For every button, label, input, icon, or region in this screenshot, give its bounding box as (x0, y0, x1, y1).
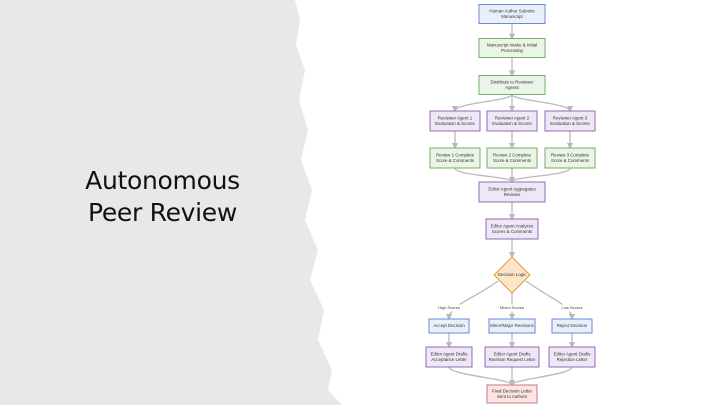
node-box (428, 318, 470, 334)
node-label: Review 3 Complete (551, 152, 590, 157)
edge-accept_letter-final (448, 366, 516, 387)
edge-label-text: Mixed Scores (500, 305, 524, 310)
edge-distribute-reviewer1 (451, 93, 513, 113)
node-label: Human Author Submits (489, 8, 535, 13)
node-box (544, 147, 596, 169)
node-label: Evaluation & Scores (550, 121, 590, 126)
node-box (478, 38, 546, 58)
node-label: Distribute to Reviewer (491, 79, 534, 84)
edge-label-low: Low Scores (559, 304, 585, 312)
node-box (425, 346, 473, 368)
node-label: Editor Agent Drafts (431, 351, 469, 356)
node-label: Agents (505, 85, 519, 90)
edge-label-mixed: Mixed Scores (497, 304, 527, 312)
node-box (486, 110, 538, 132)
title-line-1: Autonomous (85, 166, 240, 195)
node-label: Scores & Comments (492, 229, 533, 234)
node-label: Revision Request Letter (489, 357, 536, 362)
node-box (429, 110, 481, 132)
edge-reject_letter-final (508, 366, 573, 387)
node-box (486, 384, 538, 404)
edge-review3done-aggregate (508, 167, 571, 184)
node-minor: Minor/Major Revisions (488, 318, 536, 334)
node-box (484, 346, 540, 368)
node-label: Decision Logic (498, 272, 527, 277)
node-box (486, 147, 538, 169)
node-label: Manuscript (501, 14, 523, 19)
edge-decision-reject (525, 280, 576, 321)
edge-label-background (435, 304, 463, 312)
node-reject: Reject Decision (551, 318, 593, 334)
node-label: Reviews (504, 192, 521, 197)
node-label: Sent to Authors (497, 394, 528, 399)
node-label: Manuscript Intake & Initial (487, 42, 537, 47)
node-label: Editor Agent Aggregates (488, 186, 536, 191)
node-label: Editor Agent Drafts (554, 351, 592, 356)
edge-review1done-aggregate (454, 167, 516, 184)
node-label: Score & Comments (551, 158, 590, 163)
flowchart-edge-labels: High Scores Mixed Scores Low Scores (435, 304, 585, 312)
node-label: Reject Decision (557, 323, 588, 328)
node-label: Reviewer Agent 1 (438, 115, 473, 120)
node-accept: Accept Decision (428, 318, 470, 334)
node-box (478, 181, 546, 203)
node-label: Evaluation & Scores (492, 121, 532, 126)
node-box (429, 147, 481, 169)
edge-label-high: High Scores (435, 304, 463, 312)
node-box (478, 75, 546, 95)
node-label: Final Decision Letter (492, 388, 533, 393)
edge-decision-accept (445, 280, 499, 321)
node-label: Evaluation & Scores (435, 121, 475, 126)
node-label: Reviewer Agent 3 (553, 115, 588, 120)
node-box (551, 318, 593, 334)
node-label: Rejection Letter (557, 357, 588, 362)
title-line-2: Peer Review (87, 198, 238, 227)
node-label: Minor/Major Revisions (490, 323, 534, 328)
node-box (488, 318, 536, 334)
node-label: Editor Agent Analyzes (491, 223, 535, 228)
node-box (478, 4, 546, 24)
node-label: Processing (501, 48, 523, 53)
decision-diamond (493, 256, 531, 294)
node-label: Accept Decision (433, 323, 465, 328)
torn-paper-panel (0, 0, 342, 405)
edge-label-background (497, 304, 527, 312)
node-label: Review 1 Complete (436, 152, 475, 157)
node-label: Editor Agent Drafts (494, 351, 532, 356)
node-box (548, 346, 596, 368)
edge-label-background (559, 304, 585, 312)
slide-title: Autonomous Peer Review (0, 165, 325, 229)
node-label: Reviewer Agent 2 (495, 115, 530, 120)
edge-label-text: High Scores (438, 305, 460, 310)
flowchart-edges (445, 23, 576, 387)
node-label: Acceptance Letter (431, 357, 467, 362)
node-decision: Decision Logic (493, 256, 531, 294)
node-box (485, 218, 539, 240)
flowchart-nodes: Human Author SubmitsManuscriptManuscript… (425, 4, 596, 404)
node-label: Review 2 Complete (493, 152, 532, 157)
edge-label-text: Low Scores (562, 305, 583, 310)
edge-distribute-reviewer3 (511, 93, 574, 113)
node-label: Score & Comments (493, 158, 532, 163)
node-box (544, 110, 596, 132)
node-label: Score & Comments (436, 158, 475, 163)
left-panel (0, 0, 342, 405)
